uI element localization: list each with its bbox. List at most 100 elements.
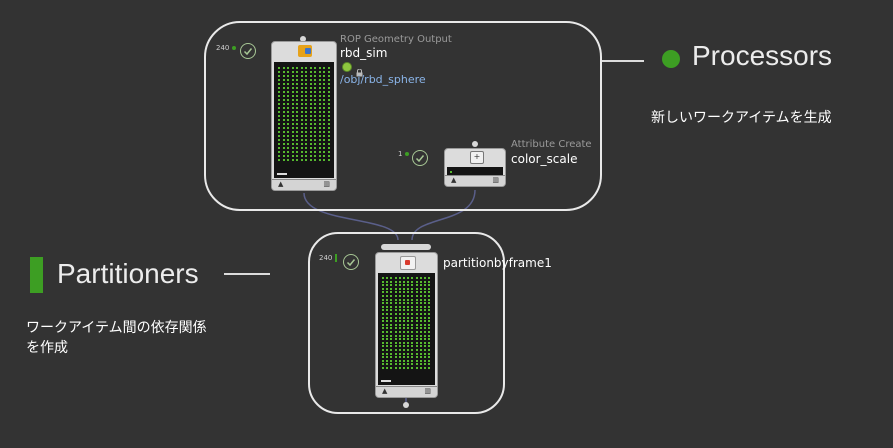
work-item-dot[interactable] [296,147,298,149]
work-item-dot[interactable] [398,338,401,341]
work-item-dot[interactable] [403,359,405,362]
work-item-dot[interactable] [411,331,414,333]
work-item-dot[interactable] [327,87,330,89]
work-item-dot[interactable] [314,135,316,137]
work-item-dot[interactable] [398,302,401,305]
work-item-dot[interactable] [282,87,285,89]
work-item-dot[interactable] [424,302,426,305]
work-item-dot[interactable] [327,143,330,145]
work-item-dot[interactable] [428,345,431,348]
work-item-dot[interactable] [415,277,418,279]
work-item-dot[interactable] [314,87,316,89]
work-item-dot[interactable] [428,291,431,294]
work-item-dot[interactable] [403,352,405,355]
work-item-dot[interactable] [424,345,426,348]
work-item-dot[interactable] [415,295,418,297]
work-item-dot[interactable] [415,287,418,290]
work-item-dot[interactable] [390,305,393,308]
work-item-dot[interactable] [382,287,384,290]
work-item-dot[interactable] [291,139,294,141]
work-item-dot[interactable] [398,305,401,308]
work-item-dot[interactable] [390,309,393,312]
work-item-dot[interactable] [296,131,298,133]
work-item-dot[interactable] [282,155,285,157]
work-item-dot[interactable] [296,83,298,85]
work-item-dot[interactable] [424,356,426,359]
work-item-dot[interactable] [382,327,384,330]
work-item-dot[interactable] [419,352,422,355]
work-item-dot[interactable] [291,83,294,85]
work-item-dot[interactable] [300,139,303,141]
work-item-dot[interactable] [403,313,405,315]
work-item-dot[interactable] [407,316,410,319]
work-item-dot[interactable] [327,155,330,157]
work-item-dot[interactable] [386,280,389,283]
work-item-dot[interactable] [327,107,330,109]
work-item-dot[interactable] [398,341,401,344]
work-item-dot[interactable] [428,309,431,312]
work-item-dot[interactable] [419,363,422,366]
work-item-dot[interactable] [300,131,303,133]
work-item-dot[interactable] [287,91,289,93]
work-item-dot[interactable] [407,287,410,290]
work-item-dot[interactable] [424,316,426,319]
work-item-dot[interactable] [382,334,384,337]
work-item-dot[interactable] [428,356,431,359]
work-item-dot[interactable] [305,67,307,69]
work-item-dot[interactable] [323,71,325,73]
work-item-dot[interactable] [428,298,431,301]
work-item-dot[interactable] [386,277,389,279]
work-item-dot[interactable] [291,127,294,129]
work-item-dot[interactable] [287,115,289,117]
work-item-dot[interactable] [394,302,397,305]
work-item-dot[interactable] [394,356,397,359]
work-item-dot[interactable] [411,345,414,348]
work-item-dot[interactable] [407,367,410,369]
attr-cook-status-check-icon[interactable] [412,150,428,166]
work-item-dot[interactable] [323,83,325,85]
work-item-dot[interactable] [287,107,289,109]
work-item-dot[interactable] [278,79,280,81]
work-item-dot[interactable] [424,309,426,312]
work-item-dot[interactable] [296,67,298,69]
work-item-dot[interactable] [291,67,294,69]
work-item-dot[interactable] [314,115,316,117]
work-item-dot[interactable] [327,71,330,73]
work-item-dot[interactable] [318,103,321,105]
work-item-dot[interactable] [394,291,397,294]
work-item-dot[interactable] [305,123,307,125]
work-item-dot[interactable] [403,277,405,279]
work-item-dot[interactable] [309,159,312,161]
work-item-dot[interactable] [327,135,330,137]
work-item-dot[interactable] [394,352,397,355]
work-item-dot[interactable] [407,284,410,287]
work-item-dot[interactable] [390,316,393,319]
work-item-dot[interactable] [390,345,393,348]
lock-icon[interactable] [356,62,363,77]
work-item-dot[interactable] [398,327,401,330]
work-item-dot[interactable] [411,284,414,287]
work-item-dot[interactable] [305,91,307,93]
work-item-dot[interactable] [282,139,285,141]
work-item-dot[interactable] [407,349,410,351]
work-item-dot[interactable] [398,356,401,359]
work-item-dot[interactable] [386,316,389,319]
work-item-dot[interactable] [407,320,410,323]
work-item-dot[interactable] [327,115,330,117]
work-item-dot[interactable] [386,349,389,351]
work-item-dot[interactable] [291,115,294,117]
work-item-dot[interactable] [390,302,393,305]
work-item-dot[interactable] [415,280,418,283]
panel-scroll-bar[interactable] [277,173,287,175]
work-item-dot[interactable] [382,338,384,341]
work-item-dot[interactable] [318,71,321,73]
work-item-dot[interactable] [415,345,418,348]
attr-node-name[interactable]: color_scale [511,152,578,166]
work-item-dot[interactable] [394,345,397,348]
work-item-dot[interactable] [314,123,316,125]
work-item-dot[interactable] [411,367,414,369]
work-item-dot[interactable] [305,99,307,101]
work-item-dot[interactable] [278,107,280,109]
work-item-dot[interactable] [428,277,431,279]
work-item-dot[interactable] [327,131,330,133]
